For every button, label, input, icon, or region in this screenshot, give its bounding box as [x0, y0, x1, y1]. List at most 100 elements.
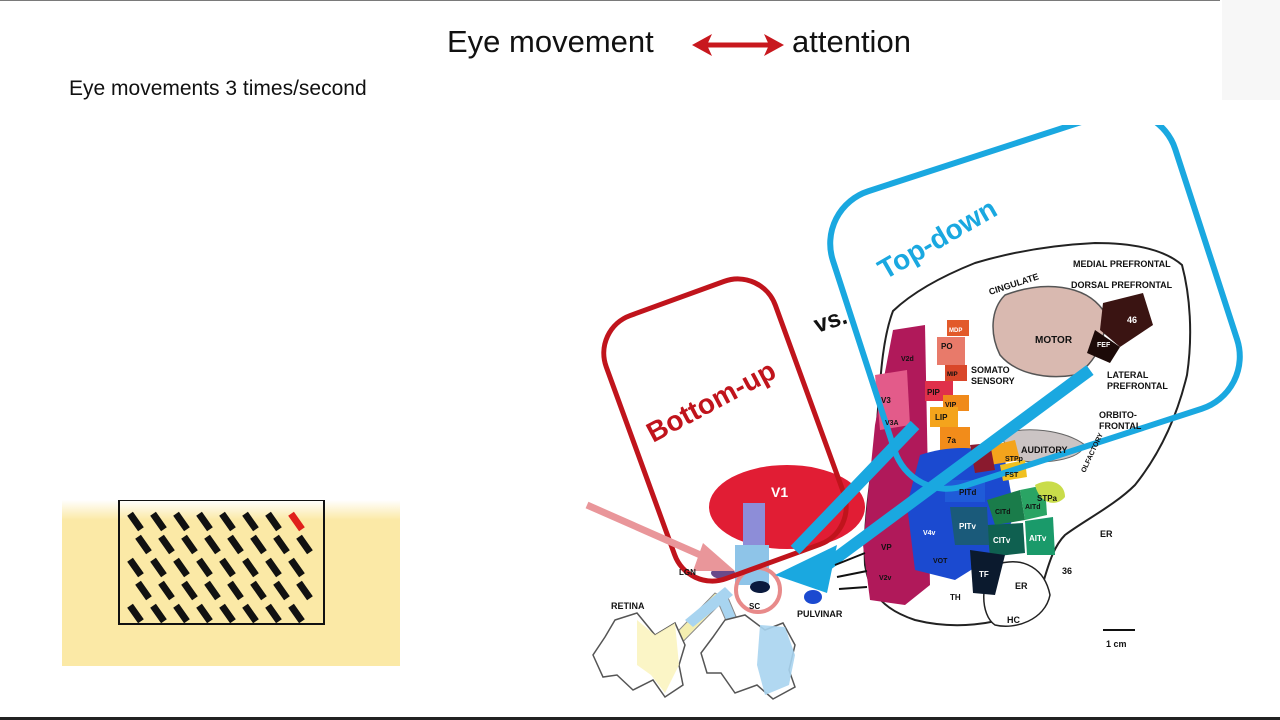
title-attention: attention — [792, 24, 911, 59]
label-lgn: LGN — [679, 568, 696, 577]
distractor-bar — [127, 557, 144, 578]
distractor-bar — [296, 580, 313, 601]
top-down-box — [827, 125, 1243, 492]
distractor-bar — [227, 580, 244, 601]
label-pip: PIP — [927, 388, 941, 397]
distractor-bar — [158, 534, 175, 555]
area-fef — [1087, 330, 1120, 363]
top-down-arrow-shaft-1 — [790, 420, 920, 555]
label-th: TH — [950, 593, 961, 602]
right-retina-fill — [757, 625, 795, 695]
distractor-bar — [158, 580, 175, 601]
label-lateral-prefrontal: PREFRONTAL — [1107, 381, 1168, 391]
label-vot: VOT — [933, 558, 948, 565]
distractor-bars — [127, 511, 313, 624]
bottom-up-box — [601, 276, 849, 584]
label-dorsal-prefrontal: DORSAL PREFRONTAL — [1071, 280, 1173, 290]
distractor-bar — [127, 511, 144, 532]
left-retina-fill — [637, 620, 679, 693]
distractor-bar — [265, 557, 282, 578]
area-stpa — [1035, 481, 1065, 503]
brain-diagram: V1 MEDIAL PREFRONTAL CINGULATE DORSAL PR… — [585, 125, 1243, 700]
distractor-bar — [265, 603, 282, 624]
label-stpp: STPp — [1005, 456, 1023, 463]
distractor-bar — [196, 557, 213, 578]
label-pitd: PITd — [959, 488, 976, 497]
distractor-bar — [135, 580, 152, 601]
distractor-bar — [273, 580, 290, 601]
distractor-bar — [204, 534, 221, 555]
distractor-bar — [219, 557, 236, 578]
label-vip: VIP — [945, 402, 957, 409]
distractor-bar — [219, 511, 236, 532]
label-v3a: V3A — [885, 420, 899, 427]
distractor-bar — [288, 557, 305, 578]
distractor-bar — [227, 534, 244, 555]
bottom-up-arrowhead — [693, 543, 735, 571]
temporal-pole-region — [983, 561, 1051, 627]
corner-shade — [1222, 0, 1280, 100]
label-fst: FST — [1005, 472, 1019, 479]
distractor-bar — [219, 603, 236, 624]
label-aitd: AITd — [1025, 504, 1041, 511]
distractor-bar — [173, 557, 190, 578]
label-vp: VP — [881, 543, 892, 552]
distractor-bar — [242, 603, 259, 624]
label-hc: HC — [1007, 615, 1020, 625]
area-sc — [750, 581, 770, 593]
label-vs: vs. — [811, 303, 851, 339]
distractor-bar — [242, 511, 259, 532]
label-citd: CITd — [995, 509, 1011, 516]
label-fef: FEF — [1097, 342, 1111, 349]
label-mip: MIP — [947, 372, 958, 378]
label-citv: CITv — [993, 536, 1011, 545]
distractor-bar — [196, 603, 213, 624]
visual-search-stimulus — [62, 500, 400, 666]
bottom-rule — [0, 717, 1280, 720]
label-er-2: ER — [1015, 581, 1028, 591]
distractor-bar — [296, 534, 313, 555]
label-sc: SC — [749, 602, 760, 611]
area-46 — [1100, 293, 1153, 347]
label-somato: SOMATO — [971, 365, 1010, 375]
label-frontal: FRONTAL — [1099, 421, 1142, 431]
label-v2d: V2d — [901, 356, 914, 363]
label-aitv: AITv — [1029, 534, 1047, 543]
motor-area — [992, 285, 1106, 378]
distractor-bar — [250, 534, 267, 555]
area-lip — [930, 407, 958, 427]
stimulus-frame — [118, 500, 325, 625]
label-lateral: LATERAL — [1107, 370, 1149, 380]
label-v2v: V2v — [879, 575, 892, 582]
distractor-bar — [173, 603, 190, 624]
label-pulvinar: PULVINAR — [797, 609, 843, 619]
label-lip: LIP — [935, 413, 948, 422]
distractor-bar — [265, 511, 282, 532]
subtitle-eye-movements: Eye movements 3 times/second — [69, 77, 367, 100]
distractor-bar — [288, 603, 305, 624]
label-sensory: SENSORY — [971, 376, 1015, 386]
area-citv — [987, 523, 1025, 557]
area-mdp — [947, 320, 969, 336]
pulvinar-dot — [804, 590, 822, 604]
label-bottom-up: Bottom-up — [641, 354, 781, 448]
label-pitv: PITv — [959, 522, 976, 531]
label-po: PO — [941, 342, 953, 351]
label-v3: V3 — [881, 396, 891, 405]
black-pointer-arrows — [834, 552, 868, 590]
distractor-bar — [181, 534, 198, 555]
area-po — [937, 337, 965, 365]
area-tf — [970, 550, 1005, 595]
target-bar — [288, 511, 305, 532]
label-46: 46 — [1127, 315, 1137, 325]
label-36: 36 — [1062, 566, 1072, 576]
double-arrow-icon — [692, 34, 784, 56]
top-rule — [0, 0, 1220, 1]
label-motor: MOTOR — [1035, 335, 1073, 346]
distractor-bar — [204, 580, 221, 601]
label-auditory: AUDITORY — [1021, 445, 1068, 455]
label-retina: RETINA — [611, 601, 645, 611]
area-pitv — [950, 507, 989, 545]
distractor-bar — [173, 511, 190, 532]
bottom-up-arrow-shaft — [585, 501, 707, 561]
